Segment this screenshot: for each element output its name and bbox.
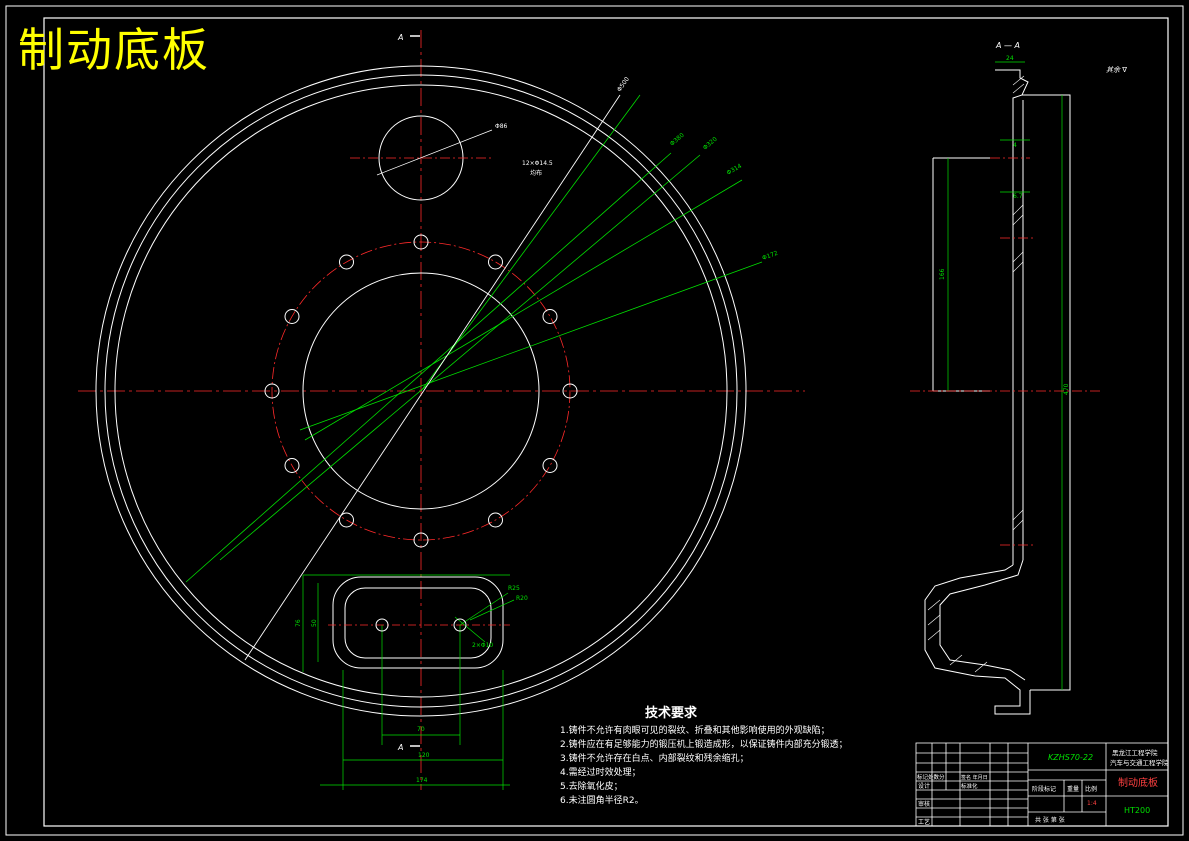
front-view xyxy=(78,30,805,790)
section-hatching xyxy=(927,75,1025,673)
requirements-heading: 技术要求 xyxy=(645,706,698,721)
label-slot-h: 50 xyxy=(311,619,318,627)
label-thread: 12×Φ14.5 xyxy=(522,160,553,167)
tb-row-design: 设计 xyxy=(918,782,930,790)
bolt-hole-group xyxy=(264,234,578,548)
tb-sign: 签名 年月日 xyxy=(961,774,988,781)
diameter-leader xyxy=(244,94,621,661)
section-dimensions xyxy=(947,61,1063,690)
bolt-hole xyxy=(488,254,503,270)
label-slot-d2: 120 xyxy=(418,752,430,759)
bolt-hole xyxy=(542,309,558,324)
tb-scale-val: 1:4 xyxy=(1087,800,1097,807)
title-block xyxy=(915,742,1169,827)
tb-sheets: 共 张 第 张 xyxy=(1035,816,1065,824)
label-dia-large: Φ500 xyxy=(616,76,631,93)
requirement-item: 6.未注圆角半径R2。 xyxy=(560,796,644,806)
tb-scale: 比例 xyxy=(1085,785,1097,793)
label-slot-hole: 2×Φ10 xyxy=(472,642,493,649)
label-slot-d3: 174 xyxy=(416,777,428,784)
label-sec-top: 24 xyxy=(1006,55,1014,62)
label-dia-hole: Φ86 xyxy=(495,123,508,130)
requirement-item: 3.铸件不允许存在白点、内部裂纹和残余缩孔； xyxy=(560,754,749,764)
requirements-list: 1.铸件不允许有肉眼可见的裂纹、折叠和其他影响使用的外观缺陷； 2.铸件应在有足… xyxy=(560,724,848,808)
tb-row-process: 工艺 xyxy=(918,818,930,826)
annotation-texts: Φ500 Φ86 Φ380 Φ320 Φ314 Φ172 12×Φ14.5 均布… xyxy=(295,55,1070,784)
requirement-item: 2.铸件应在有足够能力的锻压机上锻造成形，以保证铸件内部充分锻透； xyxy=(560,740,848,750)
title-block-texts: KZHS70-22 黑龙江工程学院 汽车与交通工程学院 制动底板 HT200 阶… xyxy=(917,748,1169,826)
bolt-hole xyxy=(339,512,354,528)
cut-marker-bottom: A xyxy=(397,743,403,752)
dimension-leaders xyxy=(185,94,763,583)
requirement-item: 4.需经过时效处理； xyxy=(560,768,641,778)
section-title: A — A xyxy=(995,41,1020,50)
label-slot-d1: 70 xyxy=(417,726,425,733)
tb-weight: 重量 xyxy=(1067,785,1079,793)
tb-row-std: 标准化 xyxy=(961,782,978,790)
cut-marker-top: A xyxy=(397,33,403,42)
bolt-hole xyxy=(413,532,429,548)
roughness-note: 其余 ∇ xyxy=(1106,66,1127,74)
label-dia-green3: Φ314 xyxy=(726,162,744,176)
label-sec-c: 166 xyxy=(939,268,946,280)
label-dia-green2: Φ320 xyxy=(702,136,719,152)
bolt-hole xyxy=(284,309,300,324)
bolt-hole xyxy=(488,512,503,528)
tb-stage: 阶段标记 xyxy=(1032,785,1056,793)
requirement-item: 5.去除氧化皮； xyxy=(560,782,623,792)
label-sec-d: 470 xyxy=(1063,383,1070,395)
bolt-hole xyxy=(542,458,558,473)
tb-row-review: 审核 xyxy=(918,800,930,808)
tb-school2: 汽车与交通工程学院 xyxy=(1110,758,1169,767)
section-centerlines xyxy=(910,157,1100,546)
requirement-item: 1.铸件不允许有肉眼可见的裂纹、折叠和其他影响使用的外观缺陷； xyxy=(560,726,830,736)
bolt-hole xyxy=(339,254,354,270)
slot-detail xyxy=(302,574,515,790)
label-thread2: 均布 xyxy=(530,169,542,177)
label-slot-w: 76 xyxy=(295,619,302,627)
inner-border xyxy=(43,17,1169,827)
label-slot-r1: R25 xyxy=(508,585,520,592)
tb-part-name: 制动底板 xyxy=(1118,776,1158,789)
label-sec-b: 6.7 xyxy=(1013,193,1023,200)
bolt-hole xyxy=(562,383,578,399)
label-sec-a: 4 xyxy=(1013,142,1017,149)
label-slot-r2: R20 xyxy=(516,595,528,602)
bolt-hole xyxy=(413,234,429,250)
cut-labels: A A A — A 其余 ∇ xyxy=(397,33,1127,752)
drawing-title: 制动底板 xyxy=(18,23,210,77)
tb-row-mark: 标记处数分 xyxy=(917,773,945,781)
outer-border xyxy=(5,5,1184,836)
tb-drawing-no: KZHS70-22 xyxy=(1048,753,1093,762)
bolt-hole xyxy=(284,458,300,473)
tb-material: HT200 xyxy=(1124,806,1150,815)
label-dia-green4: Φ172 xyxy=(761,250,779,262)
section-view xyxy=(924,69,1071,715)
section-cut-markers xyxy=(410,35,420,747)
bolt-hole xyxy=(264,383,280,399)
label-dia-green1: Φ380 xyxy=(669,132,686,148)
tb-school1: 黑龙江工程学院 xyxy=(1112,748,1158,757)
